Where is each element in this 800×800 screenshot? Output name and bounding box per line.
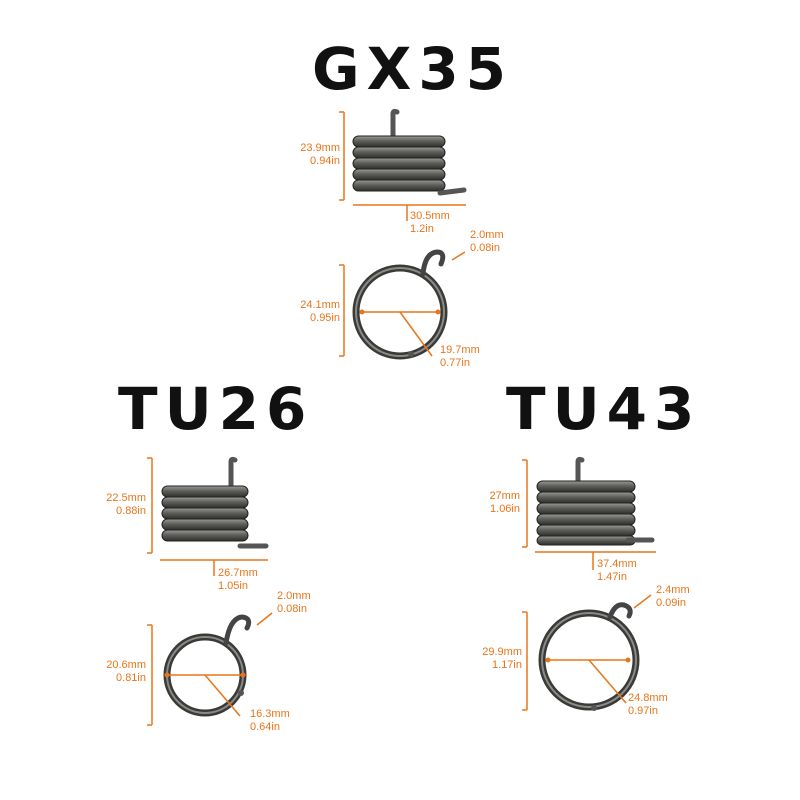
tu26-spring-ring-image	[163, 614, 252, 717]
tu43-spring-ring-image	[538, 602, 640, 711]
gx35-ring-dimension-lines	[339, 251, 466, 357]
tu43-spring-side-image	[536, 456, 655, 546]
tu43-side-dimension-lines	[522, 459, 656, 570]
tu43-title: TU43	[506, 375, 702, 443]
gx35-side-dimension-lines	[339, 111, 466, 221]
tu26-title: TU26	[118, 375, 314, 443]
gx35-spring-side-image	[352, 108, 467, 196]
tu26-ring-dimension-lines	[147, 612, 273, 726]
gx35-spring-ring-image	[352, 249, 448, 360]
tu26-spring-side-image	[161, 456, 269, 549]
tu43-ring-dimension-lines	[522, 594, 652, 711]
gx35-title: GX35	[312, 35, 514, 103]
tu26-side-dimension-lines	[147, 457, 268, 576]
